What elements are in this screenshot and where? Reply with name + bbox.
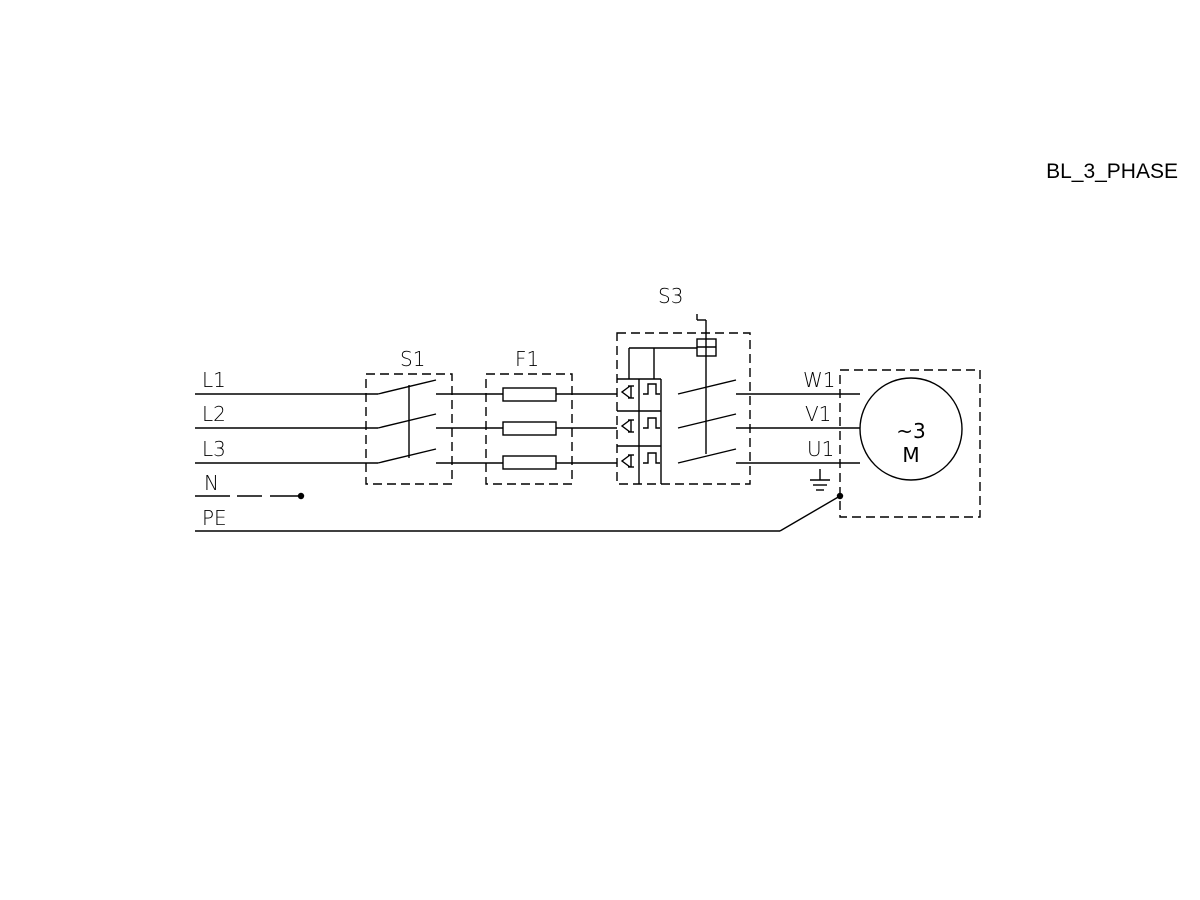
label-f1: F1 (515, 347, 539, 371)
label-l1: L1 (202, 368, 226, 392)
motor-circle (859, 377, 963, 481)
conductor-n (195, 492, 305, 500)
drawing-title: BL_3_PHASE (1046, 160, 1178, 183)
ground-icon (810, 469, 830, 491)
motor-phase-label: ~3 (896, 419, 925, 443)
conductor-l2 (195, 413, 860, 429)
motor-letter-label: M (902, 443, 919, 467)
label-n: N (204, 471, 219, 495)
conductor-pe (195, 492, 844, 532)
motor-protector-s3: S3 (616, 284, 751, 485)
terminal-w1: W1 (803, 368, 836, 392)
main-switch-s1: S1 (365, 347, 453, 485)
terminal-v1: V1 (805, 402, 831, 426)
terminal-u1: U1 (807, 437, 834, 461)
label-l2: L2 (202, 402, 226, 426)
label-l3: L3 (202, 437, 226, 461)
fuse-f1: F1 (485, 347, 573, 485)
motor-m: ~3 M (839, 369, 981, 518)
conductor-l1 (195, 379, 860, 395)
label-pe: PE (202, 506, 227, 530)
label-s3: S3 (658, 284, 683, 308)
label-s1: S1 (400, 347, 425, 371)
